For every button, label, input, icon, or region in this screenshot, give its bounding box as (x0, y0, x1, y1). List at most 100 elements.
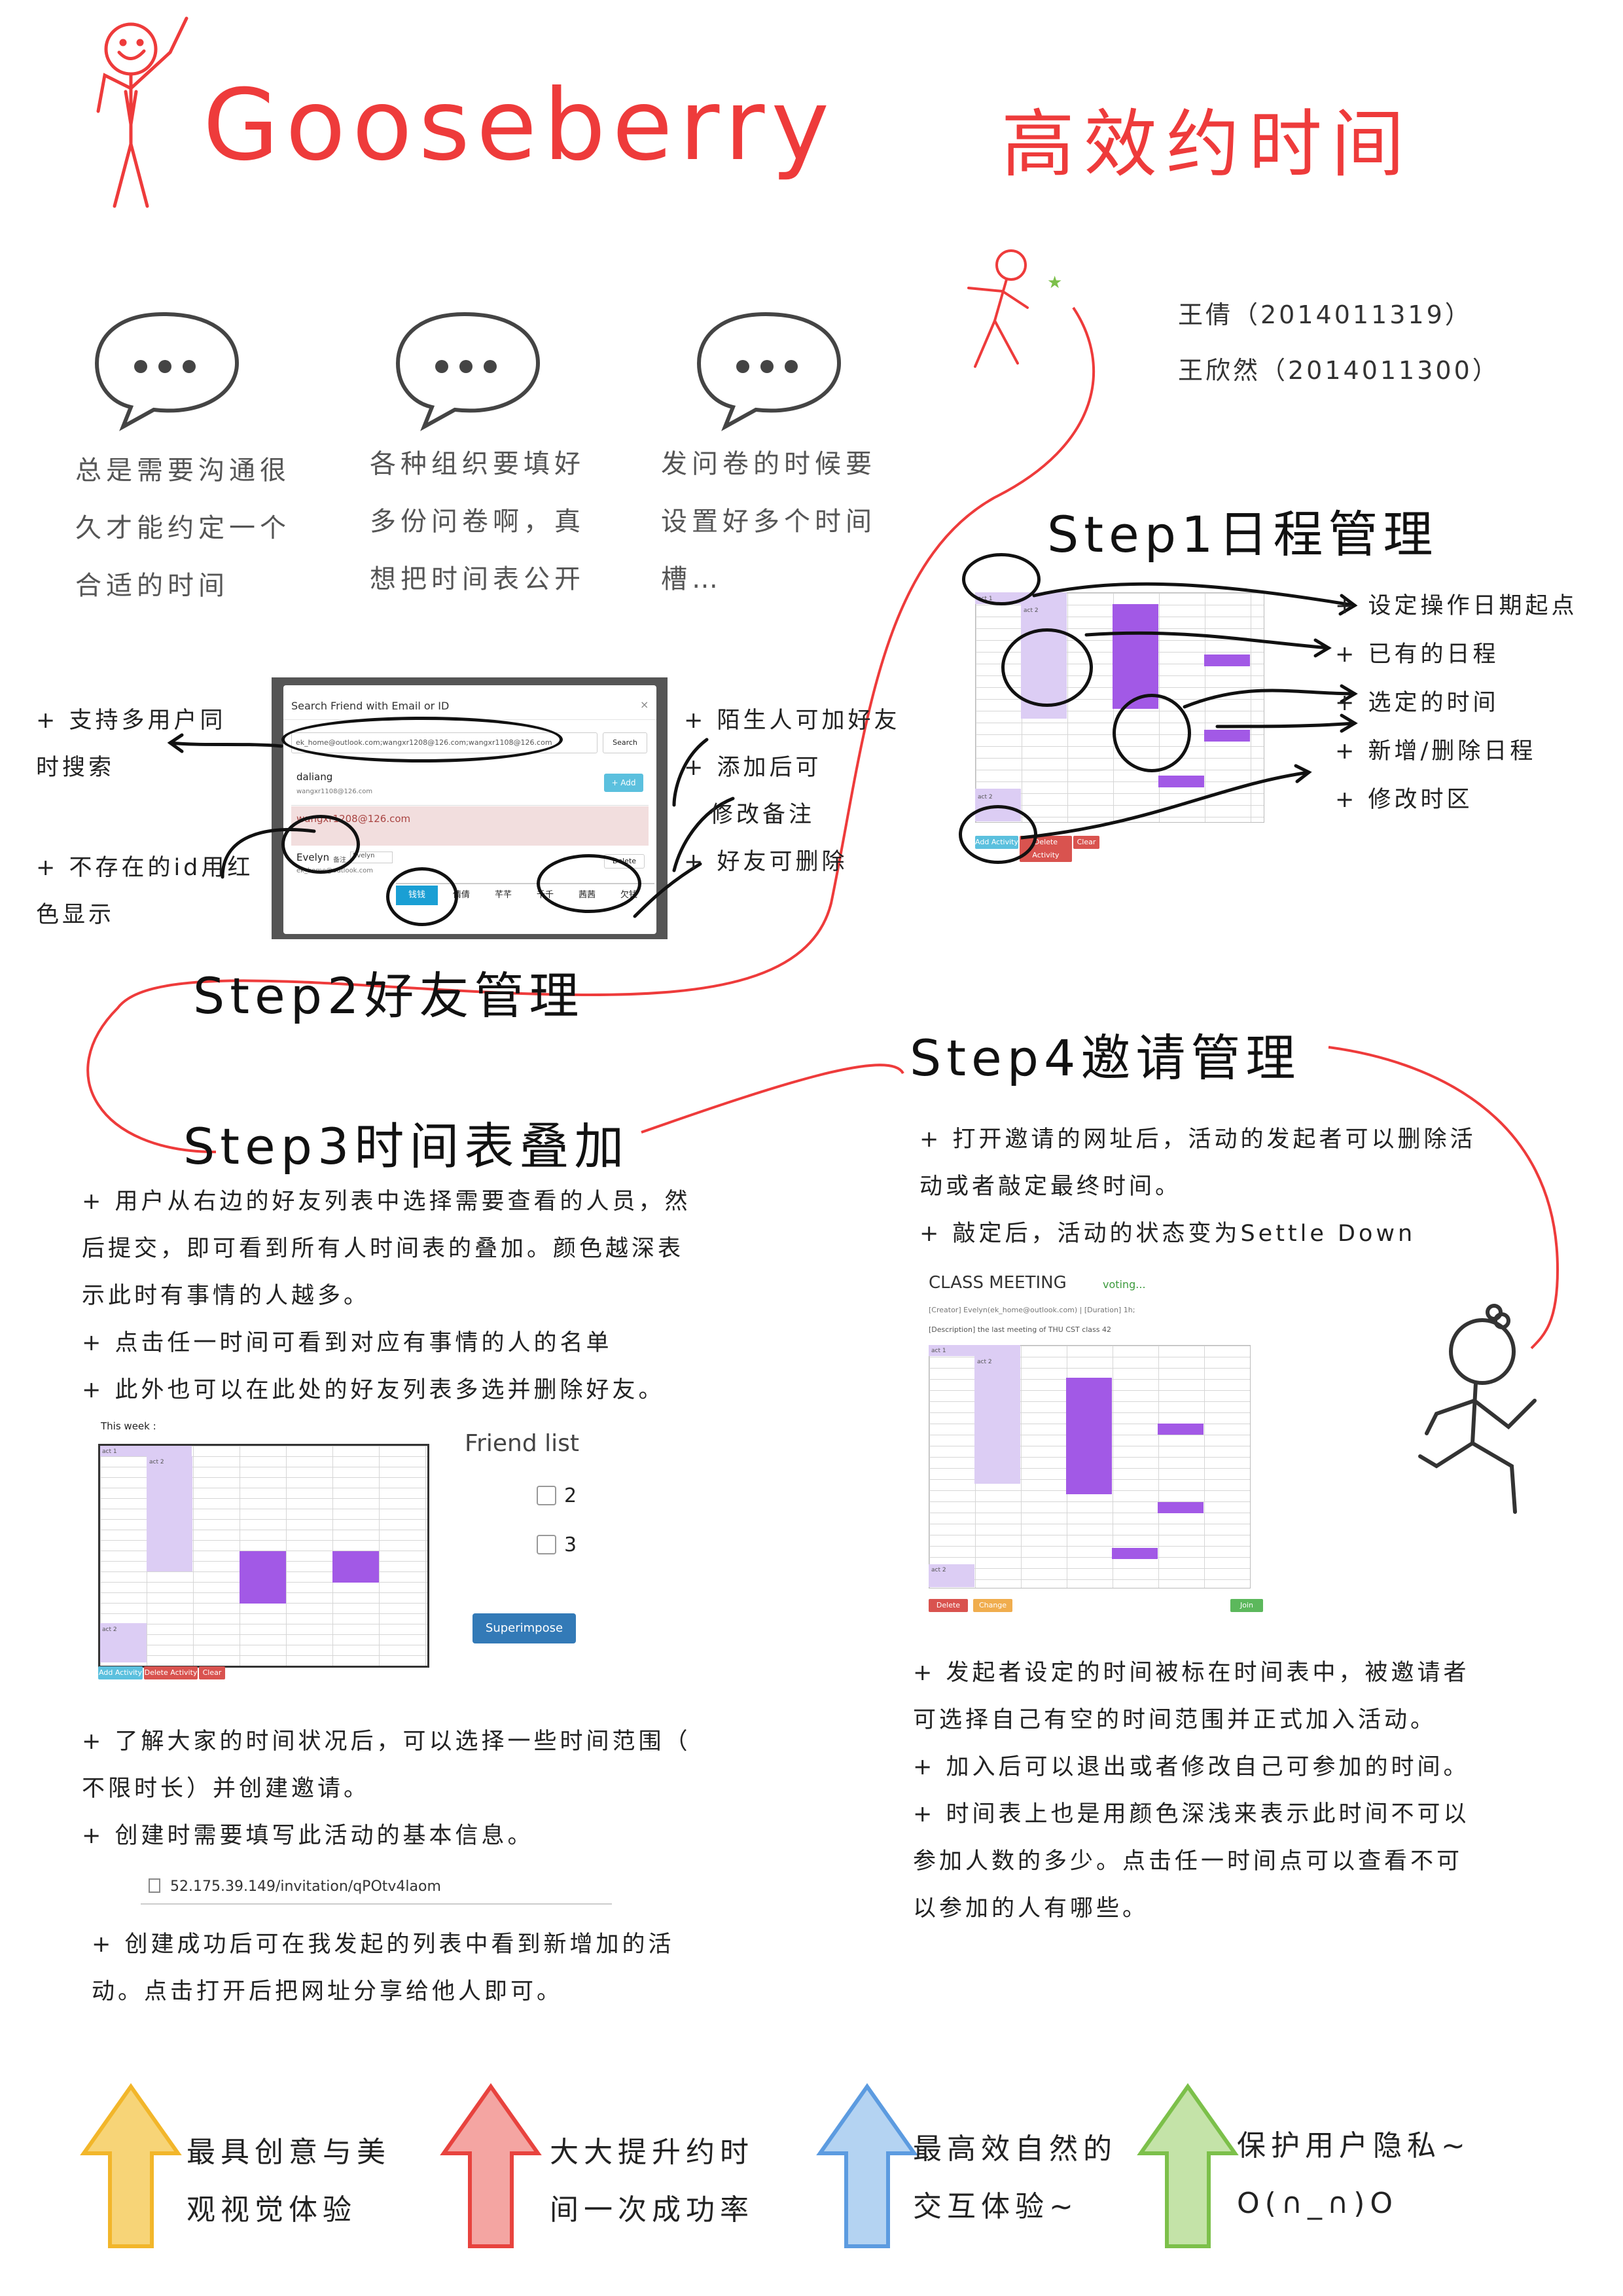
step3-note: + 了解大家的时间状况后，可以选择一些时间范围（ 不限时长）并创建邀请。 (82, 1729, 691, 1802)
app-title: Gooseberry (203, 69, 836, 183)
step4-title: Step4邀请管理 (910, 1029, 1301, 1087)
annotation-arrows (167, 733, 735, 918)
meeting-title: CLASS MEETING (929, 1273, 1067, 1293)
close-icon[interactable]: × (640, 698, 649, 711)
pain-point-3: 发问卷的时候要 设置好多个时间 槽… (661, 449, 876, 594)
svg-text:★: ★ (1047, 273, 1062, 293)
speech-bubble-icon (696, 312, 842, 431)
step3-note: + 此外也可以在此处的好友列表多选并删除好友。 (82, 1377, 665, 1403)
annotation-circle (281, 815, 360, 874)
invitation-url: 52.175.39.149/invitation/qPOtv4laom (170, 1878, 441, 1895)
friend-list-title: Friend list (465, 1430, 580, 1457)
author-2: 王欣然（2014011300） (1178, 356, 1500, 385)
step2-note: 修改备注 (710, 802, 815, 828)
meeting-status: voting... (1103, 1278, 1146, 1291)
step4-note: + 发起者设定的时间被标在时间表中，被邀请者 可选择自己有空的时间范围并正式加入… (913, 1660, 1470, 1733)
stick-figure-jump-icon: ★ (967, 249, 1062, 368)
annotation-circle (962, 553, 1041, 605)
friend-checkbox[interactable] (537, 1486, 556, 1505)
add-activity-button[interactable]: Add Activity (98, 1666, 143, 1679)
step3-note: + 创建成功后可在我发起的列表中看到新增加的活 动。点击打开后把网址分享给他人即… (92, 1931, 675, 2005)
app-subtitle: 高效约时间 (1001, 102, 1414, 187)
authors: 王倩（2014011319） 王欣然（2014011300） (1178, 295, 1500, 406)
step1-note: + 设定操作日期起点 (1335, 593, 1578, 619)
cell-label: act 2 (149, 1459, 164, 1465)
step4-note: + 打开邀请的网址后，活动的发起者可以删除活 动或者敲定最终时间。 (919, 1126, 1476, 1200)
friend-item: 3 (564, 1534, 577, 1556)
cell-label: act 2 (1024, 607, 1039, 614)
speech-bubble-icon (94, 312, 240, 431)
cell-label: act 2 (978, 794, 993, 800)
arrow-up-icon (816, 2083, 918, 2248)
step3-notes-2: + 了解大家的时间状况后，可以选择一些时间范围（ 不限时长）并创建邀请。 + 创… (82, 1718, 690, 1859)
meeting-creator: [Creator] Evelyn(ek_home@outlook.com) | … (929, 1306, 1135, 1314)
friend-checkbox[interactable] (537, 1535, 556, 1554)
join-button[interactable]: Join (1230, 1599, 1263, 1612)
dialog-title: Search Friend with Email or ID (291, 700, 450, 712)
step4-note: + 敲定后，活动的状态变为Settle Down (919, 1221, 1416, 1247)
delete-activity-button[interactable]: Delete Activity (144, 1666, 198, 1679)
cell-label: act 1 (931, 1348, 946, 1354)
step3-notes: + 用户从右边的好友列表中选择需要查看的人员，然 后提交，即可看到所有人时间表的… (82, 1178, 690, 1414)
annotation-circle (537, 854, 641, 913)
footer-text: 保护用户隐私~ O(∩_∩)O (1237, 2129, 1471, 2220)
step3-note: + 创建时需要填写此活动的基本信息。 (82, 1823, 534, 1849)
cell-label: act 1 (102, 1448, 117, 1455)
pain-point-1: 总是需要沟通很 久才能约定一个 合适的时间 (75, 456, 291, 601)
step4-notes-2: + 发起者设定的时间被标在时间表中，被邀请者 可选择自己有空的时间范围并正式加入… (913, 1649, 1469, 1932)
step2-note: + 好友可删除 (684, 849, 848, 875)
footer-text: 最具创意与美 观视觉体验 (187, 2136, 391, 2227)
week-label: This week : (101, 1420, 156, 1432)
step1-note: + 已有的日程 (1335, 641, 1499, 668)
step2-right-notes: + 陌生人可加好友 + 添加后可 修改备注 + 好友可删除 (684, 697, 900, 886)
cell-label: act 2 (102, 1626, 117, 1633)
superimpose-button[interactable]: Superimpose (473, 1613, 576, 1643)
step1-note: + 修改时区 (1335, 787, 1473, 813)
annotation-circle (959, 805, 1037, 864)
search-button[interactable]: Search (603, 732, 647, 753)
arrow-up-icon (80, 2083, 182, 2248)
annotation-circle (386, 867, 458, 926)
address-bar[interactable]: 52.175.39.149/invitation/qPOtv4laom (141, 1871, 612, 1905)
speech-bubble-icon (395, 312, 541, 431)
step3-note: + 用户从右边的好友列表中选择需要查看的人员，然 后提交，即可看到所有人时间表的… (82, 1189, 691, 1309)
delete-invitation-button[interactable]: Delete (929, 1599, 968, 1612)
arrow-up-icon (1137, 2083, 1239, 2248)
annotation-circle (281, 717, 563, 762)
footer-text: 大大提升约时 间一次成功率 (550, 2136, 754, 2227)
arrow-up-icon (440, 2083, 542, 2248)
step4-notes: + 打开邀请的网址后，活动的发起者可以删除活 动或者敲定最终时间。 + 敲定后，… (919, 1116, 1476, 1257)
step2-note: + 添加后可 (684, 755, 822, 781)
invitation-screenshot: CLASS MEETING voting... [Creator] Evelyn… (926, 1273, 1266, 1626)
step4-note: + 时间表上也是用颜色深浅来表示此时间不可以 参加人数的多少。点击任一时间点可以… (913, 1801, 1470, 1922)
page-icon (149, 1878, 160, 1893)
cell-label: act 2 (977, 1359, 992, 1365)
friend-tag[interactable]: 芊芊 (494, 890, 512, 900)
step1-notes: + 设定操作日期起点 + 已有的日程 + 选定的时间 + 新增/删除日程 + 修… (1335, 583, 1577, 825)
annotation-arrows (1021, 582, 1358, 840)
footer-text: 最高效自然的 交互体验~ (913, 2132, 1117, 2223)
clear-button[interactable]: Clear (1073, 836, 1099, 849)
step2-left-note: + 不存在的id用红 色显示 (36, 855, 254, 928)
step2-note: + 陌生人可加好友 (684, 708, 901, 734)
step1-title: Step1日程管理 (1047, 505, 1438, 564)
change-invitation-button[interactable]: Change (973, 1599, 1012, 1612)
add-friend-button[interactable]: + Add (604, 774, 643, 792)
author-1: 王倩（2014011319） (1178, 300, 1472, 329)
step1-note: + 选定的时间 (1335, 690, 1499, 716)
cell-label: act 2 (931, 1567, 946, 1573)
result-name: daliang (296, 771, 333, 783)
step1-note: + 新增/删除日程 (1335, 738, 1537, 764)
meeting-description: [Description] the last meeting of THU CS… (929, 1325, 1112, 1334)
step2-left-note: + 支持多用户同 时搜索 (36, 708, 226, 781)
stick-figure-cheer-icon (96, 16, 188, 208)
clear-button[interactable]: Clear (199, 1666, 225, 1679)
pain-point-2: 各种组织要填好 多份问卷啊，真 想把时间表公开 (370, 449, 585, 594)
result-row: daliang wangxr1108@126.com + Add (291, 767, 649, 806)
step3-title: Step3时间表叠加 (183, 1117, 630, 1175)
friend-item: 2 (564, 1484, 577, 1507)
result-email: wangxr1108@126.com (296, 788, 373, 795)
step3-note: + 点击任一时间可看到对应有事情的人的名单 (82, 1330, 613, 1356)
stick-figure-run-icon (1418, 1304, 1537, 1514)
